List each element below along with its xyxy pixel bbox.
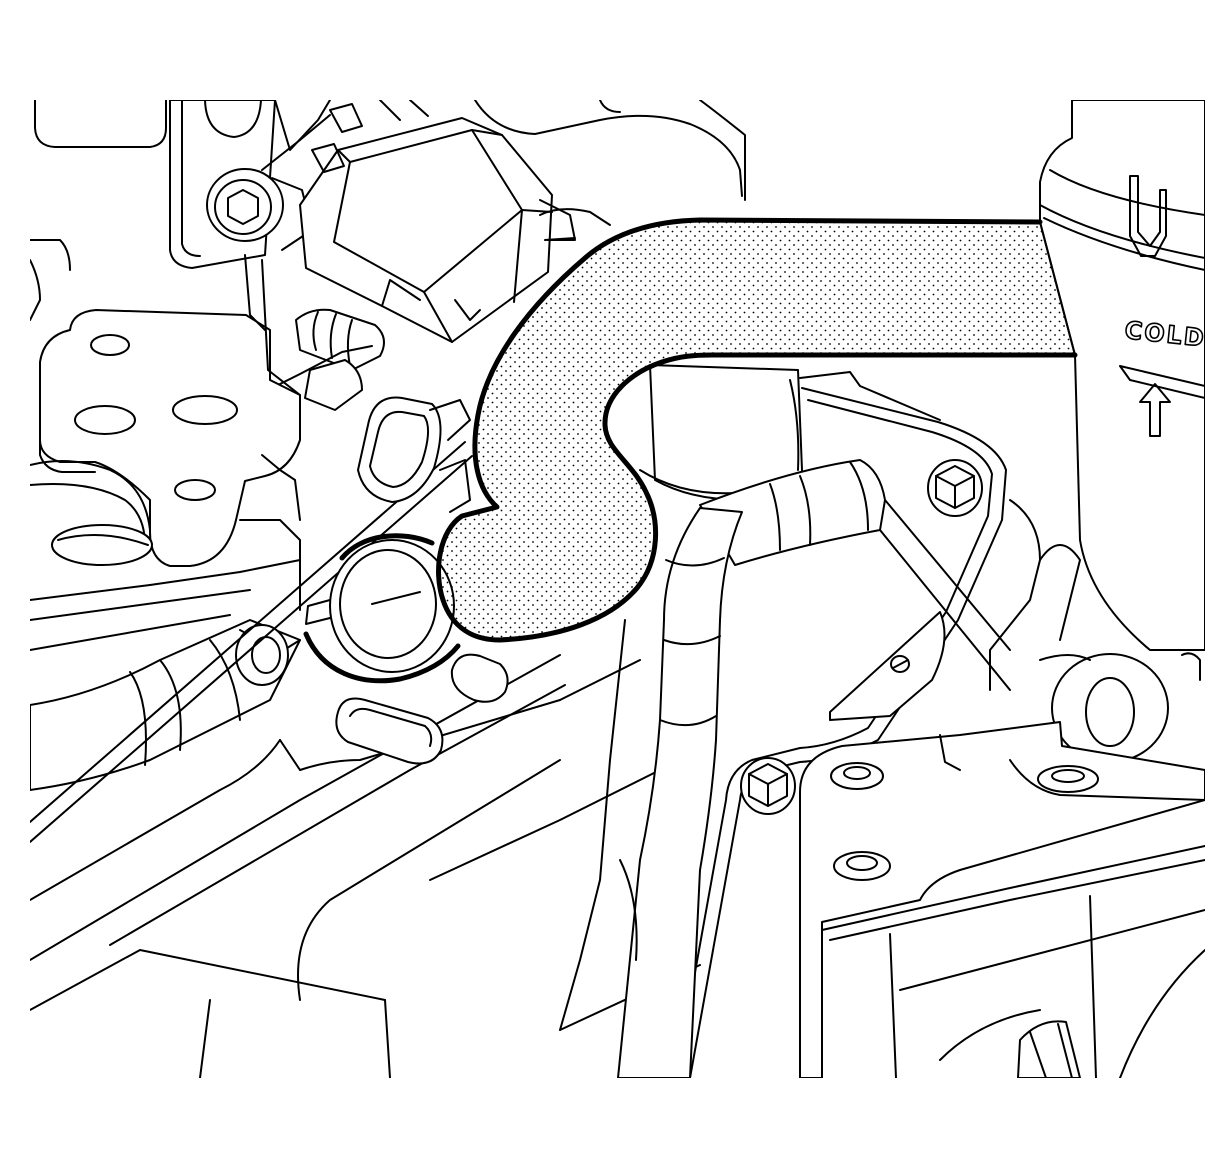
upper-pipes	[475, 100, 745, 240]
bracket-hole-4	[175, 480, 215, 500]
housing-rib	[1120, 366, 1205, 398]
slot-hole-left	[336, 699, 442, 764]
oval-fitting	[358, 398, 470, 512]
lower-right-bolt	[1018, 1021, 1080, 1078]
bracket-hole-3	[173, 396, 237, 424]
engine-mount-bracket	[40, 255, 300, 566]
lower-mount-bracket	[800, 722, 1205, 1078]
mount-hole-2	[1038, 766, 1098, 792]
gasket-bolt-upper	[928, 460, 982, 516]
hose-fill	[438, 220, 1075, 640]
hose-outline	[439, 220, 1075, 640]
gasket-bolt-lower	[741, 758, 795, 814]
housing-clip	[1130, 176, 1166, 256]
center-tube	[560, 508, 742, 1078]
ignition-coil	[300, 100, 575, 342]
mount-insulator	[30, 455, 300, 650]
upper-left-housing	[30, 100, 330, 320]
airflow-arrow	[1140, 384, 1170, 436]
cross-tube	[700, 460, 1010, 690]
housing-edge	[1040, 222, 1075, 355]
hose-outlet-pipe	[306, 540, 454, 672]
highlighted-air-hose	[439, 220, 1075, 640]
mount-boss	[1040, 654, 1168, 762]
slot-hole-right	[452, 655, 508, 702]
connector-boot	[272, 310, 384, 410]
diagonal-rod	[30, 442, 472, 842]
air-cleaner-housing: COLD	[1040, 100, 1207, 680]
hose-clamp	[306, 536, 458, 681]
mount-hole-3	[834, 852, 890, 880]
bracket-hole-1	[91, 335, 129, 355]
mount-hole-1	[831, 763, 883, 789]
tab-bracket	[830, 612, 945, 720]
housing-lettering: COLD	[1123, 316, 1207, 352]
bracket-hole-2	[75, 406, 135, 434]
